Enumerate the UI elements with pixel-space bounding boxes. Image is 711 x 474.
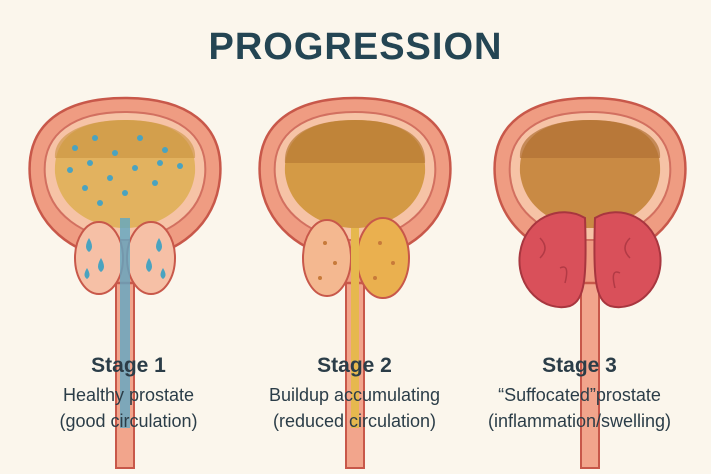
stage-1-line1: Healthy prostate <box>62 385 195 405</box>
stage-1-caption: Stage 1 Healthy prostate (good circulati… <box>10 354 247 434</box>
stage-2-line2: (reduced circulation) <box>272 411 437 431</box>
stage-3-illustration <box>493 96 687 470</box>
stage-3-label: Stage 3 <box>542 354 617 377</box>
stage-1-line2: (good circulation) <box>59 411 198 431</box>
stage-3-line2: (inflammation/swelling) <box>487 411 672 431</box>
stage-2-label: Stage 2 <box>317 354 392 377</box>
stage-1-label: Stage 1 <box>91 354 166 377</box>
stage-1-illustration <box>28 96 222 470</box>
stage-2-illustration <box>258 96 452 470</box>
stage-3-line1: “Suffocated”prostate <box>498 385 661 405</box>
stage-2-line1: Buildup accumulating <box>268 385 441 405</box>
stage-3-caption: Stage 3 “Suffocated”prostate (inflammati… <box>461 354 698 434</box>
stage-2-caption: Stage 2 Buildup accumulating (reduced ci… <box>236 354 473 434</box>
page-title: PROGRESSION <box>208 26 503 68</box>
